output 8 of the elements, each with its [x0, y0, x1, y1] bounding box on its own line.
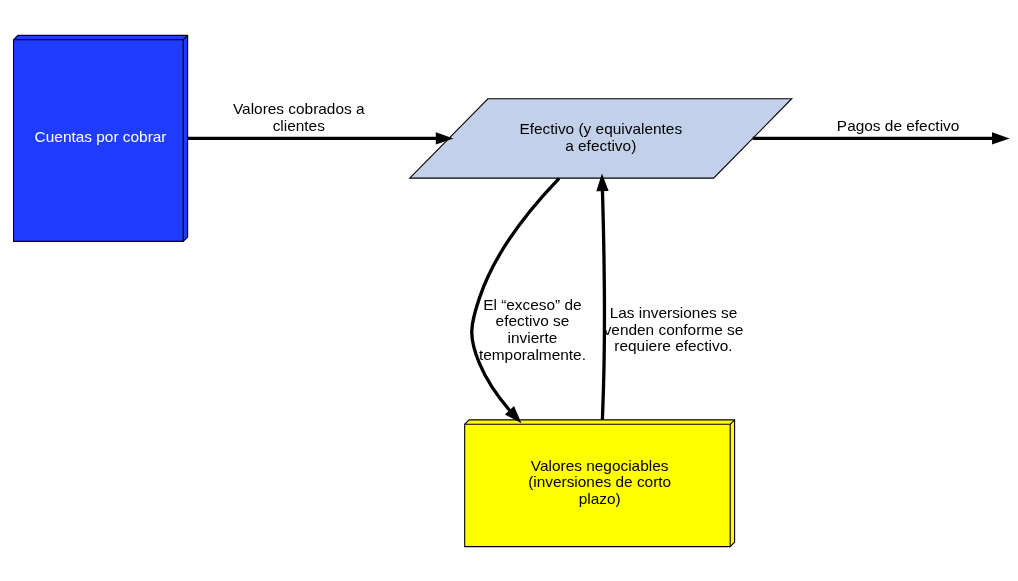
- arrow: [469, 176, 560, 423]
- arrow: [187, 131, 453, 145]
- edge-label: Las inversiones se venden conforme se requiere efectivo.: [603, 303, 743, 354]
- edge-label: Valores cobrados a clientes: [232, 99, 365, 134]
- arrow: [752, 131, 1010, 145]
- edge-label: Pagos de efectivo: [836, 116, 959, 134]
- edge-label: El “exceso” de efectivo se invierte temporalmente.: [478, 295, 586, 363]
- arrow: [595, 172, 609, 420]
